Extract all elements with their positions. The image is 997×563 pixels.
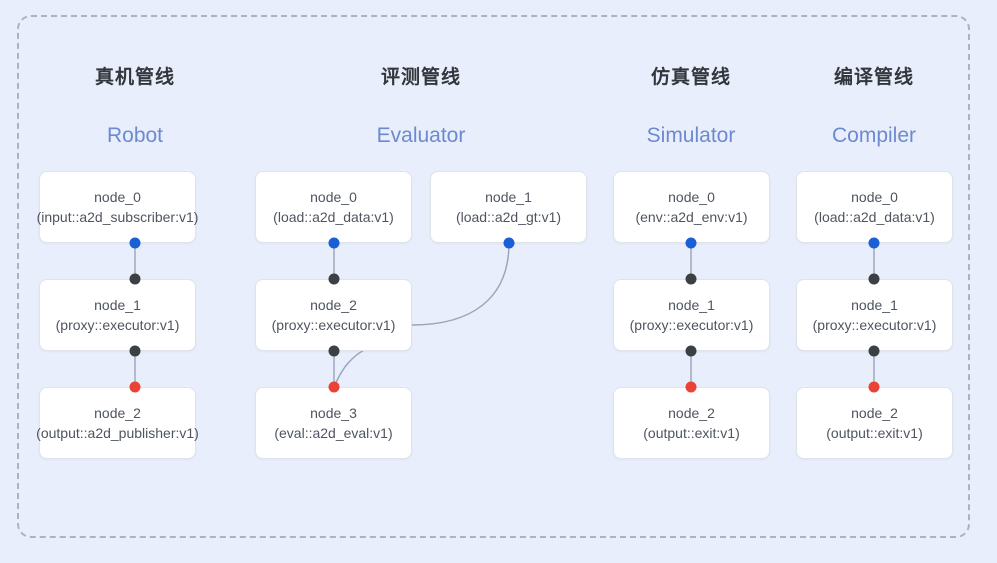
node-type: (proxy::executor:v1) (55, 317, 180, 333)
column-title-robot: 真机管线 (94, 67, 175, 88)
edge-evaluator-executor-to-eval (333, 346, 371, 388)
port-input-robot-2[interactable] (129, 381, 141, 393)
node-type: (input::a2d_subscriber:v1) (36, 209, 199, 225)
port-output-evaluator-2[interactable] (328, 345, 340, 357)
node-type: (proxy::executor:v1) (629, 317, 754, 333)
node-type: (load::a2d_data:v1) (273, 209, 394, 225)
node-name: node_0 (851, 188, 898, 205)
node-name: node_1 (485, 188, 532, 205)
port-output-evaluator-1-gt[interactable] (503, 237, 515, 249)
port-input-simulator-2[interactable] (685, 381, 697, 393)
node-type: (load::a2d_data:v1) (814, 209, 935, 225)
node-name: node_0 (310, 188, 357, 205)
port-input-evaluator-2[interactable] (328, 273, 340, 285)
port-output-simulator-1[interactable] (685, 345, 697, 357)
node-name: node_2 (310, 296, 357, 313)
node-type: (env::a2d_env:v1) (635, 209, 748, 225)
node-compiler-1[interactable]: node_1 (proxy::executor:v1) (796, 279, 953, 351)
port-output-compiler-1[interactable] (868, 345, 880, 357)
node-type: (output::a2d_publisher:v1) (36, 425, 199, 441)
node-robot-2[interactable]: node_2 (output::a2d_publisher:v1) (36, 387, 199, 459)
node-robot-1[interactable]: node_1 (proxy::executor:v1) (39, 279, 196, 351)
port-output-compiler-0[interactable] (868, 237, 880, 249)
node-name: node_0 (668, 188, 715, 205)
node-name: node_1 (851, 296, 898, 313)
node-compiler-0[interactable]: node_0 (load::a2d_data:v1) (796, 171, 953, 243)
node-robot-0[interactable]: node_0 (input::a2d_subscriber:v1) (36, 171, 199, 243)
node-name: node_2 (851, 404, 898, 421)
dashed-boundary-frame (17, 15, 970, 538)
node-type: (output::exit:v1) (643, 425, 740, 441)
column-subtitle-simulator: Simulator (646, 124, 736, 147)
node-type: (eval::a2d_eval:v1) (274, 425, 393, 441)
column-subtitle-evaluator: Evaluator (376, 124, 466, 147)
node-type: (proxy::executor:v1) (271, 317, 396, 333)
node-evaluator-2[interactable]: node_2 (proxy::executor:v1) (255, 279, 412, 351)
node-name: node_0 (94, 188, 141, 205)
port-output-evaluator-0[interactable] (328, 237, 340, 249)
node-name: node_2 (668, 404, 715, 421)
node-name: node_2 (94, 404, 141, 421)
node-simulator-1[interactable]: node_1 (proxy::executor:v1) (613, 279, 770, 351)
port-input-robot-1[interactable] (129, 273, 141, 285)
node-compiler-2[interactable]: node_2 (output::exit:v1) (796, 387, 953, 459)
node-simulator-2[interactable]: node_2 (output::exit:v1) (613, 387, 770, 459)
node-simulator-0[interactable]: node_0 (env::a2d_env:v1) (613, 171, 770, 243)
column-subtitle-compiler: Compiler (831, 124, 917, 147)
node-name: node_3 (310, 404, 357, 421)
node-evaluator-3[interactable]: node_3 (eval::a2d_eval:v1) (255, 387, 412, 459)
port-input-compiler-2[interactable] (868, 381, 880, 393)
column-title-simulator: 仿真管线 (650, 67, 731, 88)
port-input-evaluator-3[interactable] (328, 381, 340, 393)
node-evaluator-1-gt[interactable]: node_1 (load::a2d_gt:v1) (430, 171, 587, 243)
node-type: (load::a2d_gt:v1) (455, 209, 562, 225)
port-output-robot-1[interactable] (129, 345, 141, 357)
column-title-evaluator: 评测管线 (380, 67, 461, 88)
node-type: (output::exit:v1) (826, 425, 923, 441)
port-input-compiler-1[interactable] (868, 273, 880, 285)
port-input-simulator-1[interactable] (685, 273, 697, 285)
port-output-robot-0[interactable] (129, 237, 141, 249)
column-title-compiler: 编译管线 (833, 67, 914, 88)
node-evaluator-0[interactable]: node_0 (load::a2d_data:v1) (255, 171, 412, 243)
node-name: node_1 (668, 296, 715, 313)
column-subtitle-robot: Robot (106, 124, 164, 147)
port-output-simulator-0[interactable] (685, 237, 697, 249)
edge-evaluator-gt-to-executor (411, 242, 510, 326)
node-name: node_1 (94, 296, 141, 313)
node-type: (proxy::executor:v1) (812, 317, 937, 333)
